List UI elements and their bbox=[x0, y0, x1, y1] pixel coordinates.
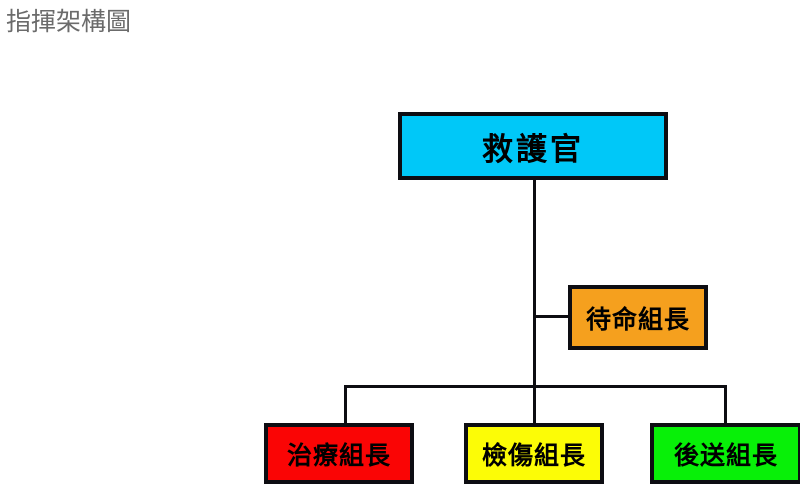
node-treatment-leader-label: 治療組長 bbox=[286, 440, 391, 470]
connector-trunk-vertical bbox=[533, 180, 536, 388]
node-standby-leader-label: 待命組長 bbox=[585, 304, 690, 334]
node-commander[interactable]: 救護官 bbox=[398, 112, 668, 180]
node-commander-label: 救護官 bbox=[482, 131, 584, 168]
node-transport-leader-label: 後送組長 bbox=[673, 440, 778, 470]
node-transport-leader[interactable]: 後送組長 bbox=[650, 423, 800, 484]
node-triage-leader[interactable]: 檢傷組長 bbox=[464, 423, 604, 484]
connector-transport-vertical bbox=[724, 385, 727, 425]
node-standby-leader[interactable]: 待命組長 bbox=[568, 285, 708, 350]
connector-triage-vertical bbox=[533, 385, 536, 425]
node-triage-leader-label: 檢傷組長 bbox=[481, 440, 586, 470]
node-treatment-leader[interactable]: 治療組長 bbox=[264, 423, 414, 484]
connector-standby-horizontal bbox=[533, 315, 570, 318]
page-title: 指揮架構圖 bbox=[6, 7, 132, 36]
connector-treatment-vertical bbox=[344, 385, 347, 425]
